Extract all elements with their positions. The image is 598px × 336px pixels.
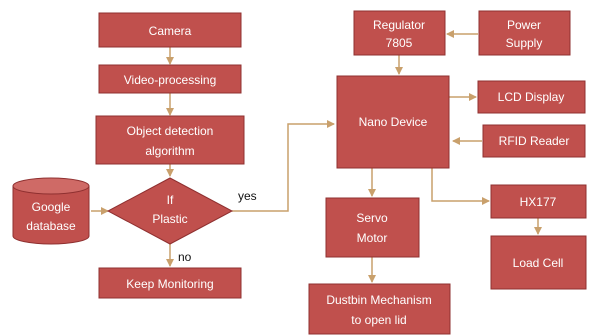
node-nano-device-label: Nano Device [359, 115, 428, 129]
node-google-database-line-2: database [26, 219, 76, 233]
node-lcd-display-label: LCD Display [498, 90, 565, 104]
edge-label-no: no [178, 250, 192, 264]
node-load-cell: Load Cell [490, 235, 587, 290]
node-video-processing-label: Video-processing [124, 73, 217, 87]
node-dustbin-mechanism: Dustbin Mechanism to open lid [308, 283, 451, 335]
node-camera: Camera [98, 12, 242, 48]
node-dustbin-mechanism-line-2: to open lid [351, 313, 406, 327]
node-keep-monitoring: Keep Monitoring [98, 267, 242, 299]
node-rfid-reader: RFID Reader [482, 124, 586, 158]
node-video-processing: Video-processing [98, 64, 242, 94]
node-object-detection-line-2: algorithm [145, 144, 194, 158]
edges [91, 30, 542, 283]
node-power-supply-line-2: Supply [506, 36, 543, 50]
nodes: Camera Video-processing Object detection… [12, 10, 587, 335]
node-if-plastic-line-2: Plastic [152, 212, 187, 226]
node-google-database: Google database [12, 177, 90, 245]
node-if-plastic-line-1: If [167, 193, 174, 207]
node-power-supply-line-1: Power [507, 18, 541, 32]
node-rfid-reader-label: RFID Reader [499, 134, 570, 148]
edge-decision-yes [232, 120, 335, 212]
node-camera-label: Camera [149, 24, 192, 38]
node-object-detection-line-1: Object detection [127, 124, 214, 138]
node-keep-monitoring-label: Keep Monitoring [126, 277, 213, 291]
edge-nano-to-hx177 [431, 168, 490, 205]
node-regulator-line-2: 7805 [386, 36, 413, 50]
node-hx177: HX177 [490, 184, 587, 219]
node-nano-device: Nano Device [336, 75, 450, 169]
node-lcd-display: LCD Display [477, 80, 586, 114]
node-servo-motor: Servo Motor [325, 197, 420, 258]
node-dustbin-mechanism-line-1: Dustbin Mechanism [326, 293, 431, 307]
node-power-supply: Power Supply [478, 10, 571, 56]
node-servo-motor-line-1: Servo [356, 211, 388, 225]
node-hx177-label: HX177 [520, 195, 557, 209]
node-object-detection: Object detection algorithm [95, 115, 245, 165]
node-google-database-line-1: Google [32, 200, 71, 214]
node-load-cell-label: Load Cell [513, 256, 564, 270]
node-servo-motor-line-2: Motor [357, 231, 388, 245]
edge-label-yes: yes [238, 189, 257, 203]
node-if-plastic: If Plastic [106, 177, 234, 245]
node-regulator-line-1: Regulator [373, 18, 425, 32]
node-regulator: Regulator 7805 [353, 10, 446, 56]
